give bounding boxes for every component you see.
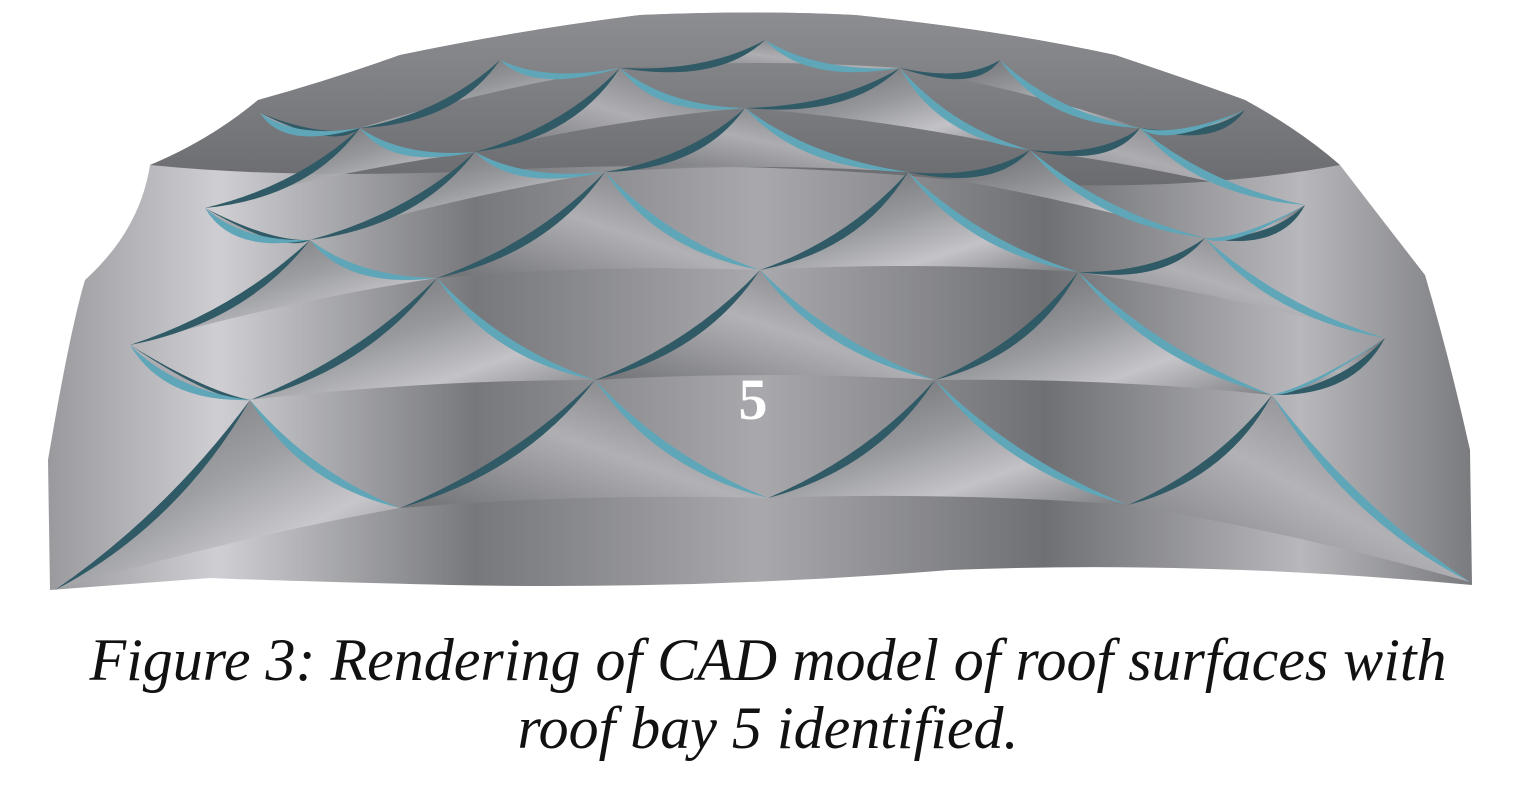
roof-seam-dark <box>1078 238 1205 275</box>
roof-panel <box>620 40 900 71</box>
roof-seam-light <box>260 113 360 137</box>
roof-panel <box>1128 395 1470 582</box>
roof-bay-label: 5 <box>739 367 768 432</box>
roof-panel <box>400 380 768 508</box>
roof-seam-dark <box>1140 110 1245 136</box>
roof-seam-dark <box>745 68 900 110</box>
caption-line-1: Figure 3: Rendering of CAD model of roof… <box>89 627 1447 693</box>
roof-seam-dark <box>908 150 1030 179</box>
roof-seam-dark <box>360 60 500 128</box>
roof-seam-light <box>500 60 620 80</box>
roof-panel <box>437 172 760 278</box>
roof-seams <box>55 40 1470 590</box>
roof-seam-light <box>205 208 310 244</box>
roof-panel <box>745 68 1030 150</box>
roof-panel <box>1030 128 1305 205</box>
roof-seam-light <box>130 345 250 401</box>
roof-model-svg: 5 <box>48 12 1472 590</box>
figure-caption: Figure 3: Rendering of CAD model of roof… <box>0 626 1536 762</box>
roof-panel <box>768 380 1128 505</box>
roof-panel <box>760 172 1078 272</box>
roof-seam-light <box>310 240 437 281</box>
roof-panel <box>205 128 475 208</box>
roof-seam-dark <box>1272 338 1385 396</box>
roof-seam-light <box>360 128 475 158</box>
roof-seam-dark <box>1205 205 1305 242</box>
cad-roof-rendering: 5 <box>48 12 1472 590</box>
roof-seam-light <box>475 152 605 179</box>
roof-seam-light <box>620 68 745 110</box>
caption-line-2: roof bay 5 identified. <box>517 695 1019 761</box>
roof-seam-light <box>765 40 900 73</box>
roof-far-band <box>150 12 1340 186</box>
roof-seam-dark <box>620 40 765 73</box>
roof-seam-light <box>745 108 908 172</box>
roof-seam-dark <box>605 108 745 172</box>
roof-seam-dark <box>1030 128 1140 157</box>
roof-panels <box>55 40 1470 590</box>
roof-panel <box>908 150 1205 238</box>
roof-panel <box>935 272 1272 395</box>
roof-panel <box>250 278 595 400</box>
roof-panel <box>595 270 935 380</box>
roof-seam-light <box>1140 110 1245 136</box>
roof-seam-dark <box>900 60 1000 80</box>
roof-panel <box>55 400 400 590</box>
roof-seam-light <box>1000 60 1140 128</box>
